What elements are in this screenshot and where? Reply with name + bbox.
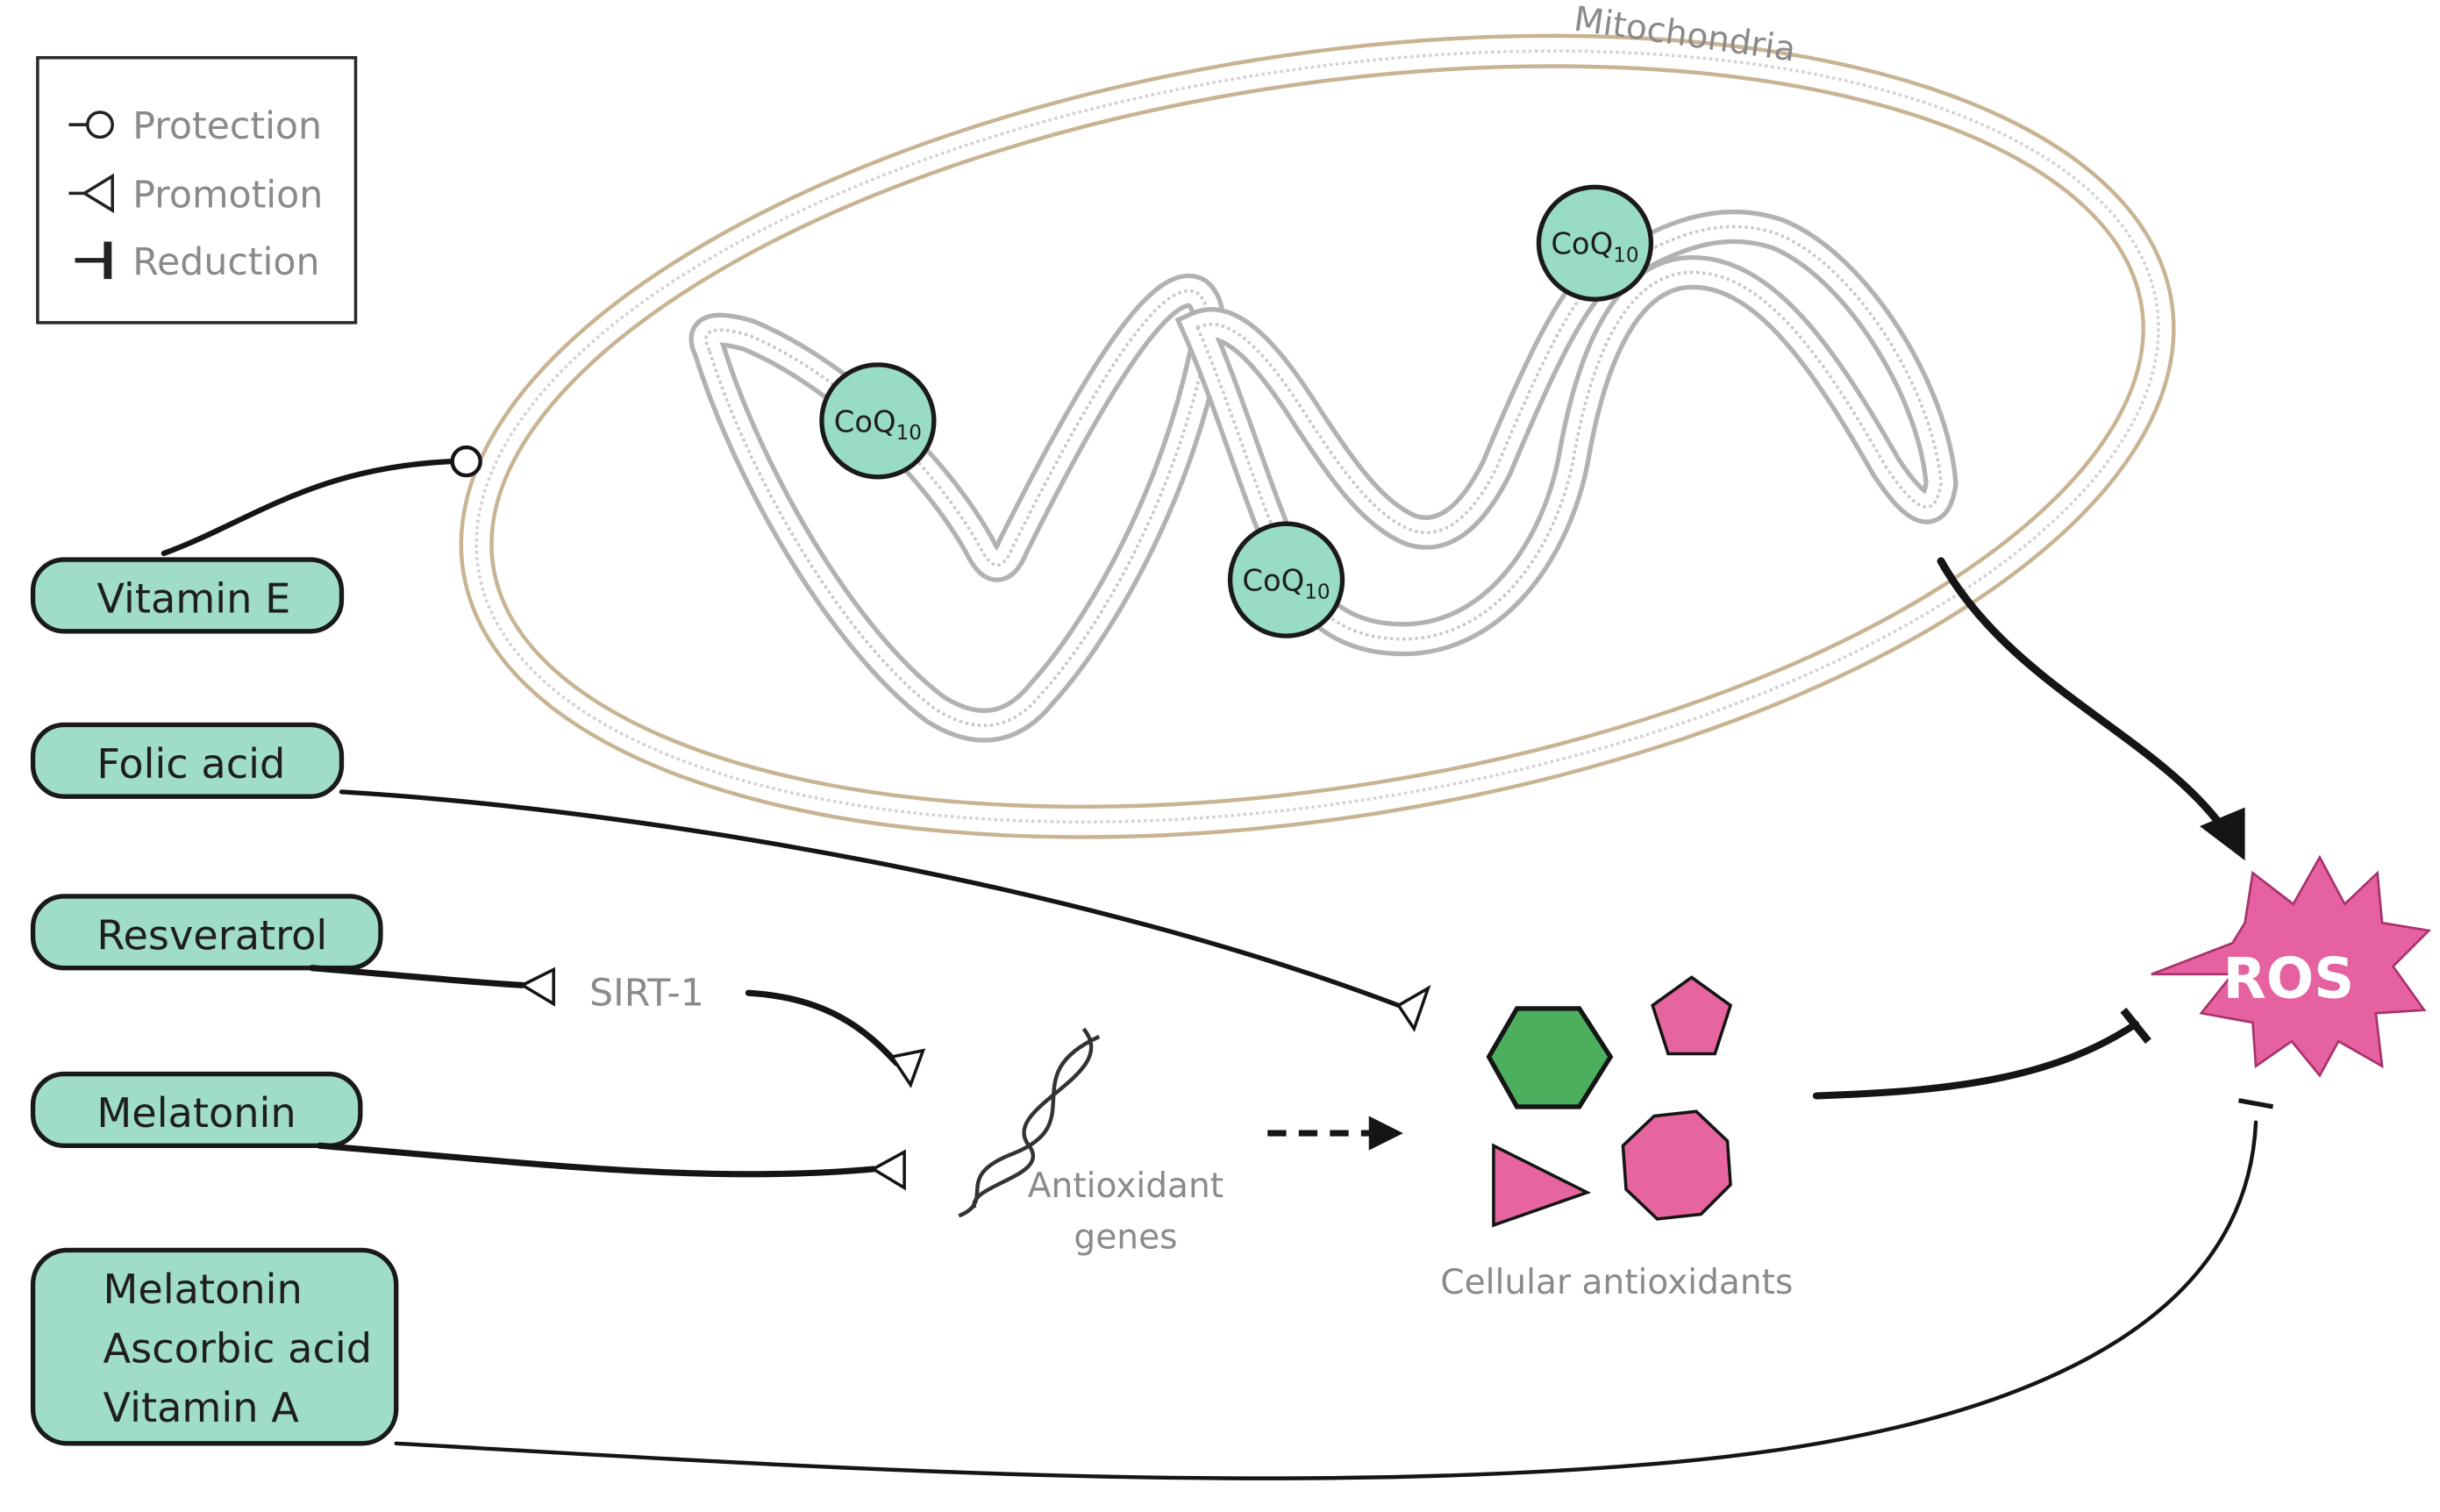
ros-burst-icon (2151, 854, 2432, 1078)
combo-label-vitamin-a: Vitamin A (103, 1384, 300, 1431)
cellular-antioxidants-group (1486, 975, 1733, 1228)
legend-promotion-label: Promotion (132, 173, 323, 217)
combo-box: Melatonin Ascorbic acid Vitamin A (30, 1247, 399, 1446)
crista-left-dots (704, 289, 1210, 727)
sirt1-label: SIRT-1 (589, 971, 704, 1015)
coq10-node-left: CoQ10 (819, 362, 937, 480)
coq10-node-middle: CoQ10 (1227, 521, 1345, 638)
svg-text:CoQ10: CoQ10 (1242, 564, 1330, 604)
green-hexagon-icon (1486, 1006, 1614, 1109)
pink-triangle-icon (1492, 1143, 1592, 1228)
outer-membrane-dots (474, 49, 2160, 824)
legend-protection-label: Protection (132, 104, 322, 148)
crista-left-gap (693, 278, 1222, 738)
svg-text:CoQ10: CoQ10 (1551, 227, 1638, 267)
genes-label-line2: genes (1074, 1218, 1177, 1258)
sirt1-connector (745, 989, 900, 1066)
melatonin-connector (317, 1142, 877, 1178)
folic-acid-box: Folic acid (30, 722, 345, 799)
combo-label-ascorbic-acid: Ascorbic acid (103, 1324, 372, 1372)
melatonin-box: Melatonin (30, 1071, 363, 1148)
reduction-symbol-icon (75, 241, 112, 280)
folic-acid-connector (339, 789, 1402, 1009)
mitochondria-ros-arrow-head-icon (2200, 807, 2245, 861)
coq10-label-middle: CoQ (1242, 564, 1304, 598)
mitochondria: Mitochondria CoQ10 CoQ10 CoQ10 (459, 0, 2176, 839)
coq10-sub-left: 10 (896, 422, 922, 445)
folic-acid-promotion-icon (1395, 984, 1431, 1032)
resveratrol-connector (309, 965, 526, 988)
sirt1-promotion-icon (888, 1048, 926, 1088)
resveratrol-promotion-icon (518, 966, 555, 1007)
coq10-label-left: CoQ (834, 404, 896, 439)
antioxidants-reduction-connector (1812, 1020, 2140, 1100)
combo-reduction-icon (2238, 1098, 2274, 1109)
pink-pentagon-icon (1651, 975, 1733, 1056)
protection-marker-icon (450, 445, 482, 478)
vitamin-e-label: Vitamin E (96, 574, 290, 622)
ros-label: ROS (2222, 946, 2354, 1011)
legend-reduction-label: Reduction (132, 240, 319, 284)
genes-label-line1: Antioxidant (1028, 1166, 1224, 1206)
melatonin-promotion-icon (869, 1149, 906, 1191)
combo-label-melatonin: Melatonin (103, 1266, 303, 1313)
coq10-node-top: CoQ10 (1536, 184, 1654, 302)
melatonin-label: Melatonin (96, 1089, 296, 1137)
folic-acid-label: Folic acid (96, 740, 285, 788)
coq10-label-top: CoQ (1551, 227, 1613, 261)
vitamin-e-connector (161, 458, 455, 557)
coq10-sub-middle: 10 (1304, 581, 1330, 603)
mitochondria-ros-arrow (1937, 557, 2226, 831)
vitamin-e-box: Vitamin E (30, 557, 345, 634)
combo-reduction-connector (394, 1120, 2258, 1480)
promotion-symbol-icon (68, 173, 114, 214)
crista-right-dots (1195, 225, 1943, 641)
resveratrol-box: Resveratrol (30, 894, 383, 971)
legend: Protection Promotion Reduction (36, 55, 358, 325)
antioxidants-reduction-icon (2120, 1007, 2151, 1045)
dashed-arrow-head-icon (1368, 1116, 1403, 1151)
dna-icon (958, 1027, 1101, 1218)
cellular-antioxidants-label: Cellular antioxidants (1440, 1263, 1793, 1302)
coq10-sub-top: 10 (1613, 245, 1638, 267)
resveratrol-label: Resveratrol (96, 911, 327, 959)
protection-symbol-icon (68, 111, 114, 139)
svg-text:CoQ10: CoQ10 (834, 404, 922, 445)
pink-octagon-icon (1621, 1109, 1732, 1221)
